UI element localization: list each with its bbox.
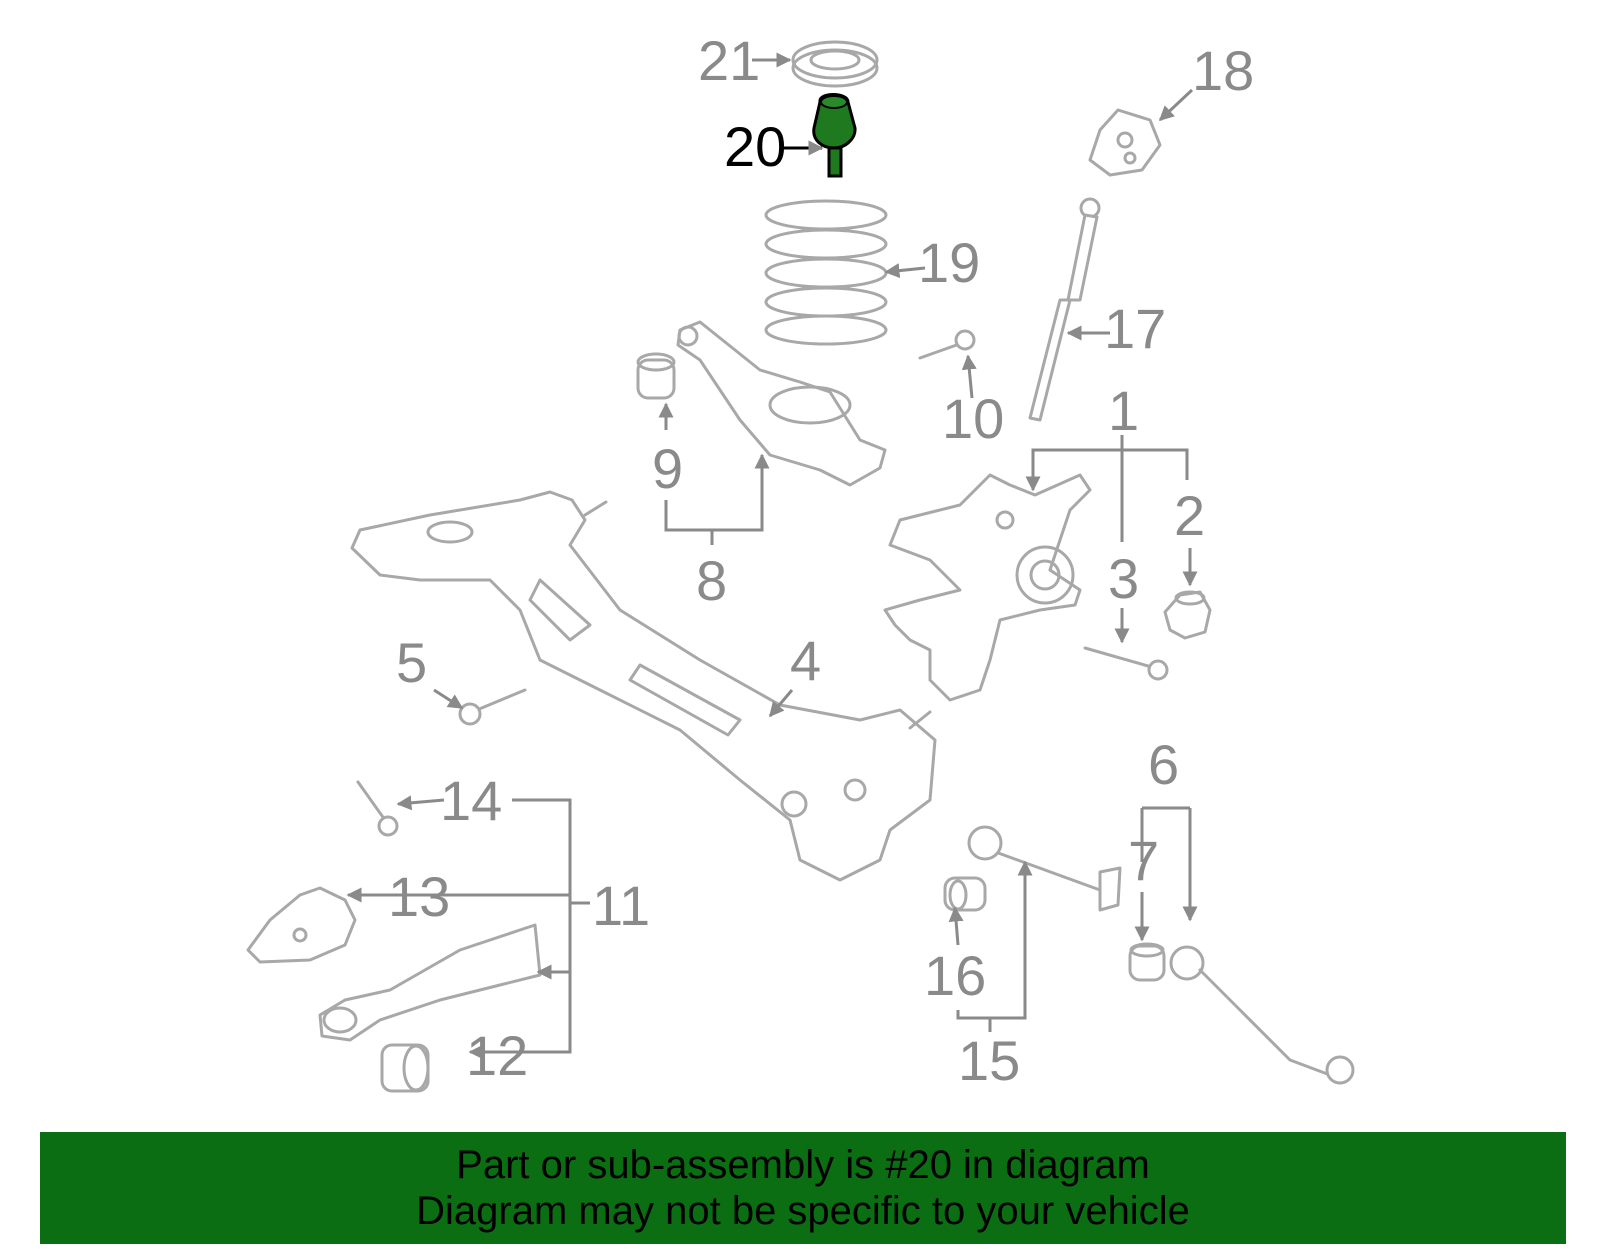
callout-10: 10 [942,387,1004,450]
callout-16: 16 [924,944,986,1007]
part-4-crossmember[interactable] [350,490,937,882]
banner-line-2: Diagram may not be specific to your vehi… [416,1189,1190,1233]
part-20-bump-stop[interactable] [812,93,857,178]
part-11-lower-arm[interactable] [318,923,542,1042]
callout-7: 7 [1128,829,1159,892]
callout-12: 12 [466,1024,528,1087]
part-15-lateral-link[interactable] [967,825,1122,912]
callout-5: 5 [396,631,427,694]
callout-2: 2 [1174,484,1205,547]
part-10-bolt[interactable] [918,329,976,360]
info-banner: Part or sub-assembly is #20 in diagram D… [40,1132,1566,1244]
callout-labels: 21 20 19 18 17 10 9 8 1 2 3 4 5 6 7 14 1… [388,29,1254,1092]
callout-19: 19 [918,231,980,294]
callout-20: 20 [724,115,786,178]
callout-3: 3 [1108,547,1139,610]
part-3-bolt[interactable] [1083,646,1169,681]
part-7-bushing[interactable] [1128,942,1166,982]
part-12-bushing[interactable] [380,1043,430,1093]
leader-lines [346,52,1198,1060]
part-17-shock-absorber[interactable] [1028,197,1101,422]
part-8-upper-arm[interactable] [676,320,887,487]
part-1-knuckle[interactable] [883,473,1092,702]
part-6-trailing-link[interactable] [1169,945,1355,1085]
callout-1: 1 [1108,379,1139,442]
part-18-shock-mount[interactable] [1088,108,1162,177]
callout-8: 8 [696,549,727,612]
callout-6: 6 [1148,733,1179,796]
part-2-bushing[interactable] [1163,590,1212,640]
part-21-spring-seat[interactable] [791,40,879,88]
callout-13: 13 [388,865,450,928]
part-9-bushing[interactable] [636,352,676,400]
part-19-coil-spring[interactable] [764,199,888,346]
part-13-bracket[interactable] [246,886,357,964]
part-16-bushing[interactable] [943,876,987,912]
callout-15: 15 [958,1029,1020,1092]
banner-line-1: Part or sub-assembly is #20 in diagram [456,1143,1150,1187]
callout-21: 21 [698,29,760,92]
callout-11: 11 [592,874,650,937]
callout-17: 17 [1104,297,1166,360]
callout-9: 9 [652,437,683,500]
callout-14: 14 [440,769,502,832]
part-14-bolt[interactable] [356,780,399,837]
callout-4: 4 [790,629,821,692]
callout-18: 18 [1192,39,1254,102]
part-5-bolt[interactable] [458,688,527,726]
